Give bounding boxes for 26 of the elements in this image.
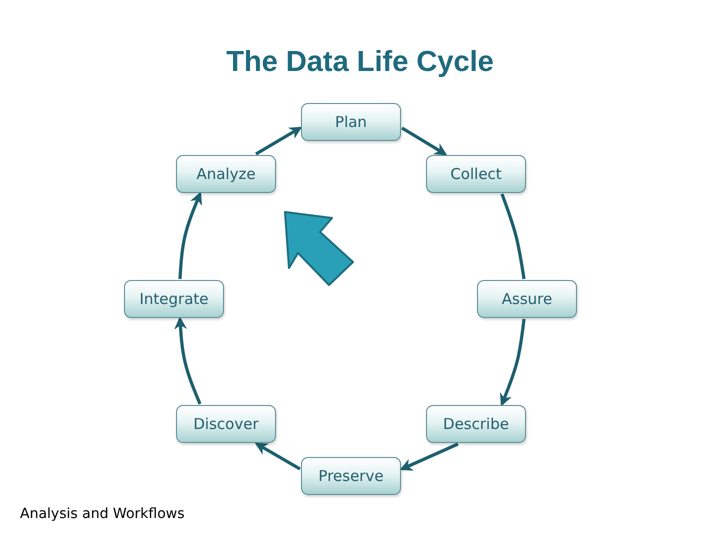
stage-box	[301, 457, 401, 495]
footer-note: Analysis and Workflows	[20, 506, 184, 522]
stage-label: Plan	[335, 113, 367, 131]
stage-box	[176, 155, 276, 193]
title: The Data Life Cycle	[226, 46, 494, 78]
arrow	[174, 316, 202, 405]
stage-label: Integrate	[139, 290, 209, 308]
arrow	[255, 126, 302, 156]
stage-box	[426, 405, 526, 443]
stage-label: Analyze	[196, 165, 256, 183]
arrow	[254, 442, 301, 470]
stage-box	[301, 103, 401, 141]
stage-label: Preserve	[318, 467, 384, 485]
arrow	[500, 318, 526, 406]
arrow	[178, 192, 202, 280]
stage-box	[124, 280, 224, 318]
stage-label: Describe	[443, 415, 509, 433]
stage-label: Assure	[502, 290, 552, 308]
stage-label: Collect	[450, 165, 502, 183]
arrow	[400, 442, 459, 471]
connector-line	[500, 193, 526, 280]
stage-box	[477, 280, 577, 318]
arrow	[401, 126, 448, 156]
stage-box	[426, 155, 526, 193]
stage-label: Discover	[193, 415, 259, 433]
stage-box	[176, 405, 276, 443]
